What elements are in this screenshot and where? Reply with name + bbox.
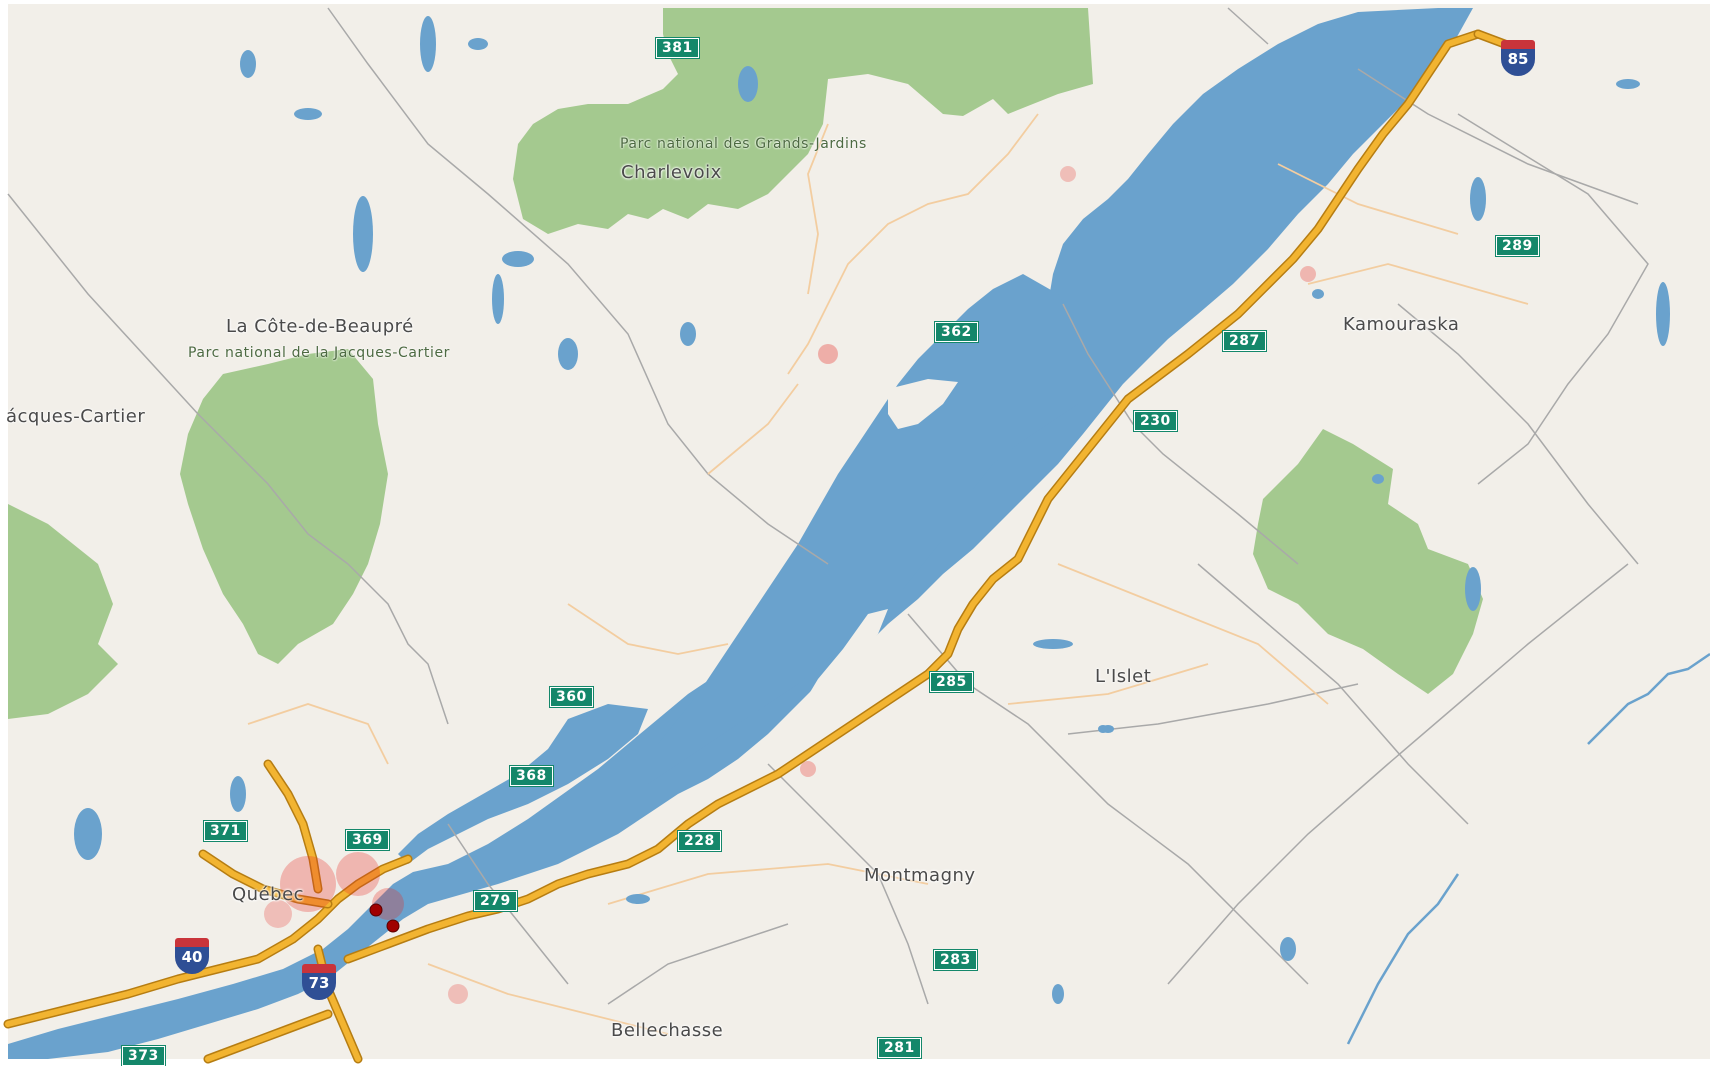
- interstate-40-label: 40: [181, 948, 203, 966]
- interstate-shield-85: 85: [1501, 40, 1535, 76]
- place-label-bellechasse: Bellechasse: [611, 1020, 724, 1041]
- river-main-body: [618, 274, 1098, 804]
- route-shield-279: 279: [474, 891, 517, 911]
- city-markers: [369, 903, 400, 933]
- minor-roads: [247, 113, 1529, 1035]
- highways: [3, 29, 1523, 1064]
- place-label-cote-de-beaupre: La Côte-de-Beaupré: [226, 316, 414, 337]
- park-left-edge: [8, 504, 118, 719]
- place-label-montmagny: Montmagny: [864, 865, 976, 886]
- route-shield-283: 283: [934, 950, 977, 970]
- route-shield-381: 381: [656, 38, 699, 58]
- lakes: [74, 16, 1670, 1004]
- place-label-kamouraska: Kamouraska: [1343, 314, 1460, 335]
- park-label-jacques-cartier: Parc national de la Jacques-Cartier: [188, 345, 451, 361]
- route-shield-287: 287: [1223, 331, 1266, 351]
- park-jacques-cartier: [180, 349, 388, 664]
- route-shield-285: 285: [930, 672, 973, 692]
- route-shield-369: 369: [346, 830, 389, 850]
- route-shield-289: 289: [1496, 236, 1539, 256]
- route-shield-360: 360: [550, 687, 593, 707]
- park-kamouraska: [1253, 429, 1483, 694]
- place-label-jacques-cartier: ácques-Cartier: [6, 406, 146, 427]
- route-shield-362: 362: [935, 322, 978, 342]
- route-shield-368: 368: [510, 766, 553, 786]
- isle-long: [803, 609, 888, 709]
- map-canvas[interactable]: [3, 4, 1710, 1064]
- park-areas: [8, 8, 1483, 719]
- place-label-charlevoix: Charlevoix: [621, 162, 722, 183]
- route-shield-371: 371: [204, 821, 247, 841]
- route-shield-281: 281: [878, 1038, 921, 1058]
- shield-red-band: [175, 938, 209, 947]
- route-shield-228: 228: [678, 831, 721, 851]
- interstate-85-label: 85: [1507, 50, 1529, 68]
- interstate-73-label: 73: [308, 974, 330, 992]
- park-grands-jardins: [513, 8, 1093, 234]
- isle-aux-coudres: [888, 379, 958, 429]
- route-shield-373: 373: [122, 1046, 165, 1066]
- interstate-shield-73: 73: [302, 964, 336, 1000]
- map-viewport[interactable]: Charlevoix La Côte-de-Beaupré ácques-Car…: [3, 4, 1710, 1066]
- shield-blue-body: [302, 973, 336, 1000]
- shield-red-band: [1501, 40, 1535, 49]
- rivers: [1346, 652, 1710, 1045]
- shield-blue-body: [1501, 49, 1535, 76]
- interstate-shield-40: 40: [175, 938, 209, 974]
- park-label-grands-jardins: Parc national des Grands-Jardins: [620, 136, 867, 152]
- shield-blue-body: [175, 947, 209, 974]
- shield-red-band: [302, 964, 336, 973]
- place-label-quebec: Québec: [232, 884, 305, 905]
- route-shield-230: 230: [1134, 411, 1177, 431]
- islands: [803, 379, 958, 709]
- place-label-lislet: L'Islet: [1095, 666, 1152, 687]
